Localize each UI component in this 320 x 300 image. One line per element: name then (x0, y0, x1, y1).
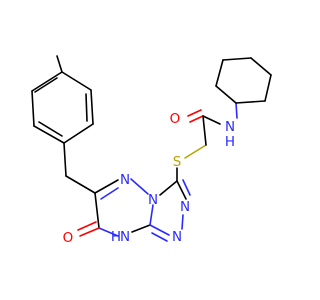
bond-cy-6 (215, 85, 237, 104)
bond-c6-n5-b (100, 187, 119, 200)
atom-labels: O N H S N N N N O N H (63, 111, 235, 246)
bond-cy-4 (222, 57, 252, 61)
bond-ring1-6 (61, 71, 92, 91)
bond-ring1-1b (34, 77, 58, 93)
bond-ring1-5 (90, 89, 94, 125)
bond-methyl (56, 55, 63, 73)
atom-n-bridge: N (148, 192, 158, 208)
atom-n-nh: N (120, 229, 130, 245)
atom-h-nh: H (111, 229, 121, 245)
bond-n8-c7 (98, 227, 119, 237)
bond-co-n (202, 115, 221, 125)
bond-n5-n4 (130, 178, 149, 195)
bond-c7-o-b (77, 221, 97, 231)
atom-o-ketone: O (63, 230, 74, 246)
bond-c3a-n8 (131, 224, 151, 233)
bond-c7-o (79, 227, 100, 237)
bond-ring1-2 (31, 90, 35, 127)
bond-c3-n2 (176, 180, 187, 200)
bond-ring1-5b (85, 93, 88, 122)
atom-n-triazole-2: N (180, 199, 190, 215)
bond-ring1-4 (63, 123, 94, 144)
atom-o-amide: O (170, 111, 181, 127)
bond-co-o (189, 115, 204, 123)
bond-c7-c6 (94, 192, 100, 229)
atom-n-triazine: N (120, 172, 130, 188)
bond-n1-c3a-b (151, 232, 168, 242)
bond-n1-c3a (149, 224, 170, 236)
bond-s-ch2 (184, 144, 207, 159)
molecule-diagram: O N H S N N N N O N H (31, 55, 272, 246)
bond-ch2-co (202, 115, 207, 146)
bonds (31, 55, 272, 242)
bond-cy-3 (250, 57, 272, 76)
atom-n-triazole-1: N (172, 229, 182, 245)
bond-cy-5 (215, 59, 224, 87)
bond-ring1-3 (33, 125, 65, 144)
atom-s: S (173, 154, 182, 170)
bond-n4-c3a (149, 204, 154, 226)
bond-ring1-3b (38, 121, 63, 137)
bond-cy-1 (235, 100, 266, 104)
atom-h-amide: H (225, 134, 235, 150)
bond-n-cy (235, 102, 238, 119)
atom-n-amide: N (225, 119, 235, 135)
bond-ring1-1 (31, 71, 63, 92)
bond-n4-c3 (159, 180, 178, 196)
bond-ch2-b (65, 175, 96, 194)
bond-cy-2 (264, 74, 272, 102)
bond-c3-n2-b (182, 179, 191, 196)
bond-n2-n1 (181, 214, 184, 230)
bond-co-o-b (187, 109, 202, 117)
bond-c6-n5 (94, 179, 119, 194)
bond-ch2-a (63, 142, 67, 177)
